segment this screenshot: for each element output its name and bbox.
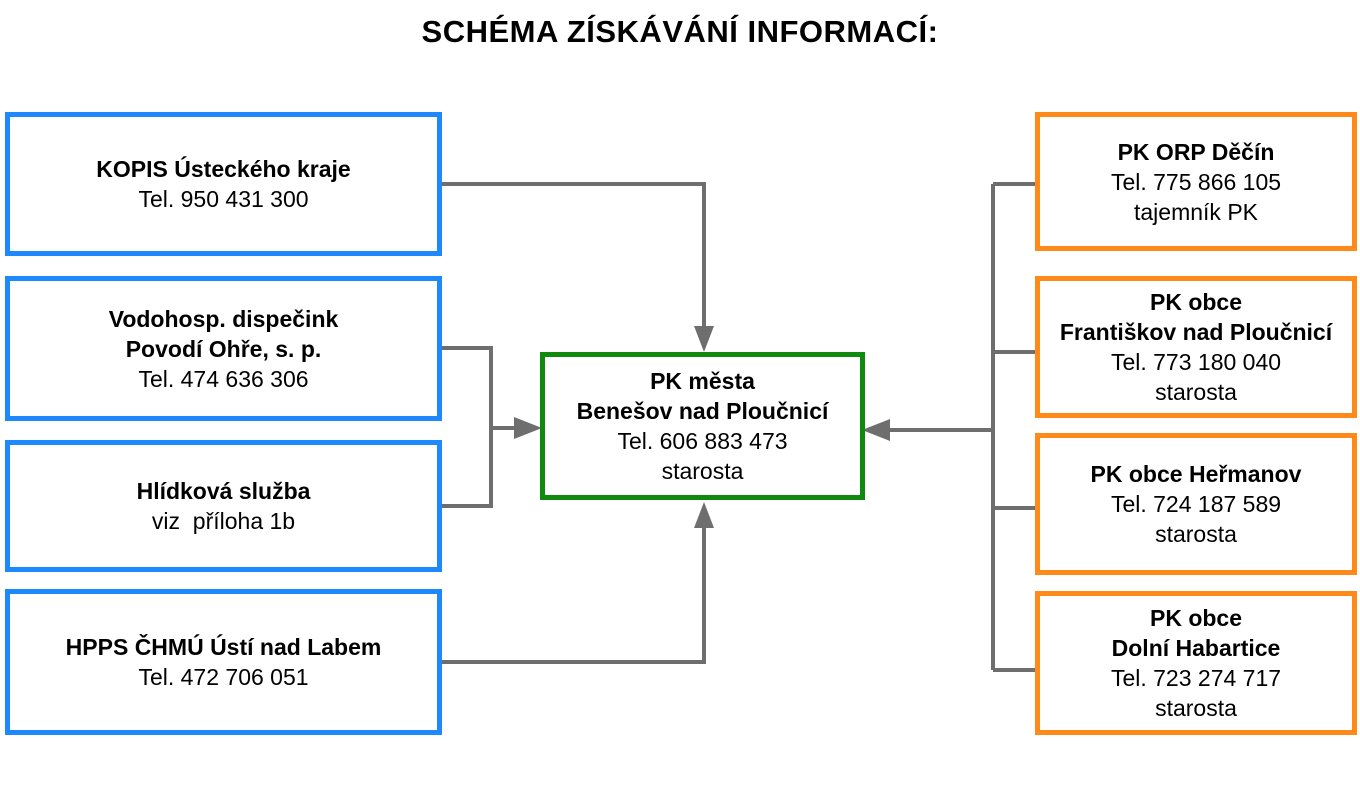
arrowhead-left-icon [514, 417, 542, 439]
source-line: Tel. 474 636 306 [138, 365, 309, 392]
source-line: viz příloha 1b [151, 508, 296, 534]
source-line: PK obce Heřmanov [1090, 461, 1302, 487]
source-line: Tel. 723 274 717 [1110, 665, 1282, 691]
source-line: Tel. 472 706 051 [138, 664, 309, 690]
center-line: PK města [650, 368, 755, 394]
source-line: starosta [1155, 521, 1237, 547]
diagram-title: SCHÉMA ZÍSKÁVÁNÍ INFORMACÍ: [421, 14, 939, 49]
connector-kopis-to-center [440, 182, 706, 330]
source-line: Vodohosp. dispečink [108, 305, 339, 332]
arrowhead-bottom-icon [694, 502, 714, 528]
source-line: starosta [1155, 379, 1237, 405]
source-line: Tel. 773 180 040 [1110, 349, 1282, 375]
source-line: PK obce [1149, 605, 1243, 631]
center-box-pk-mesta: PK města Benešov nad Ploučnicí Tel. 606 … [540, 352, 865, 500]
source-line: PK obce [1149, 289, 1243, 315]
center-line: Benešov nad Ploučnicí [576, 398, 829, 424]
source-box-vodohosp: Vodohosp. dispečink Povodí Ohře, s. p. T… [5, 276, 442, 421]
center-line: starosta [661, 458, 744, 484]
source-line: Tel. 775 866 105 [1110, 168, 1282, 195]
source-box-kopis: KOPIS Ústeckého kraje Tel. 950 431 300 [5, 112, 442, 256]
source-box-pk-hermanov: PK obce Heřmanov Tel. 724 187 589 staros… [1035, 433, 1357, 575]
connector-vodohosp-hlidkova-bracket [440, 346, 493, 508]
source-line: starosta [1155, 695, 1237, 721]
source-line: PK ORP Děčín [1117, 138, 1275, 165]
arrowhead-top-icon [694, 326, 714, 352]
source-box-pk-orp-decin: PK ORP Děčín Tel. 775 866 105 tajemník P… [1035, 112, 1357, 251]
source-line: Hlídková služba [136, 478, 311, 504]
source-line: Dolní Habartice [1111, 635, 1281, 661]
source-line: Tel. 950 431 300 [138, 186, 309, 212]
source-line: Františkov nad Ploučnicí [1059, 319, 1333, 345]
source-line: KOPIS Ústeckého kraje [96, 156, 351, 182]
source-box-hlidkova-sluzba: Hlídková služba viz příloha 1b [5, 440, 442, 572]
source-box-pk-frantiskov: PK obce Františkov nad Ploučnicí Tel. 77… [1035, 276, 1357, 418]
arrowhead-right-icon [862, 419, 890, 441]
connector-hpps-to-center [440, 526, 706, 664]
source-line: tajemník PK [1134, 198, 1258, 225]
source-box-pk-dolni-habartice: PK obce Dolní Habartice Tel. 723 274 717… [1035, 591, 1357, 735]
source-box-hpps-chmu: HPPS ČHMÚ Ústí nad Labem Tel. 472 706 05… [5, 589, 442, 735]
source-line: HPPS ČHMÚ Ústí nad Labem [65, 634, 382, 660]
source-line: Tel. 724 187 589 [1110, 491, 1282, 517]
center-line: Tel. 606 883 473 [617, 428, 788, 454]
source-line: Povodí Ohře, s. p. [125, 335, 322, 362]
